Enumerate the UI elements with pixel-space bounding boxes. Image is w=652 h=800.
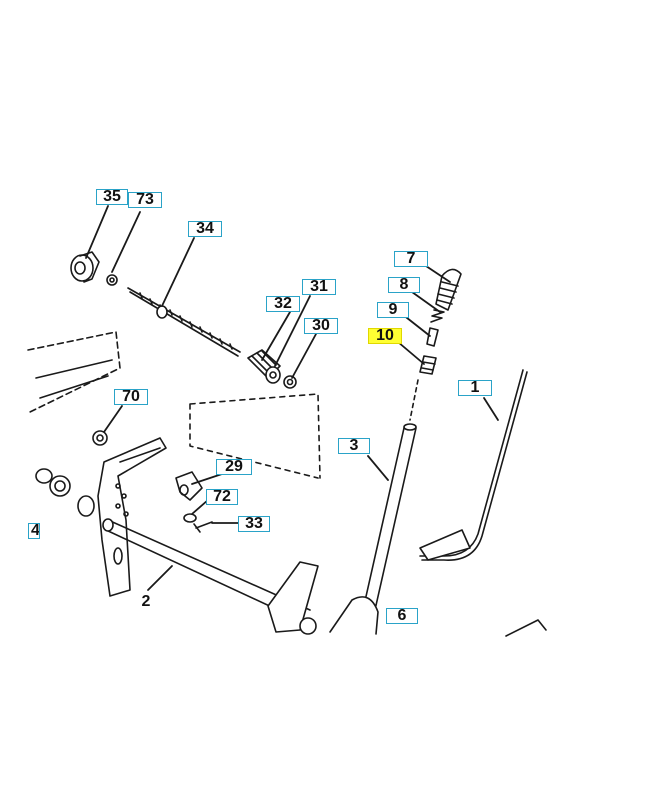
frame-partial: [27, 331, 121, 413]
callout-3: 3: [338, 438, 370, 454]
part-6-plate: [329, 596, 379, 635]
part-31-washer: [265, 366, 281, 384]
callout-9: 9: [377, 302, 409, 318]
part-7-grip: [435, 268, 462, 311]
part-73-nut: [106, 274, 118, 286]
part-9-pin: [426, 327, 439, 347]
frame-partial-right: [505, 619, 547, 637]
part-2-lift-shaft: [77, 437, 319, 635]
callout-30: 30: [304, 318, 338, 334]
part-1-lift-rod: [419, 369, 528, 561]
callout-34: 34: [188, 221, 222, 237]
callout-10: 10: [368, 328, 402, 344]
part-29-swivel: [175, 471, 203, 501]
callout-7: 7: [394, 251, 428, 267]
callout-6: 6: [386, 608, 418, 624]
part-30-nut: [283, 375, 297, 389]
part-10-insert: [419, 355, 437, 375]
part-72-nut: [183, 513, 197, 523]
callout-35: 35: [96, 189, 128, 205]
part-70-washer: [92, 430, 108, 446]
assembly-dashed-box: [189, 393, 321, 479]
callout-31: 31: [302, 279, 336, 295]
part-33-bolt: [193, 521, 213, 533]
callout-33: 33: [238, 516, 270, 532]
part-8-spring: [430, 309, 445, 323]
part-34-threaded-rod: [127, 287, 241, 357]
callout-8: 8: [388, 277, 420, 293]
callout-72: 72: [206, 489, 238, 505]
part-4-bushing: [35, 468, 71, 497]
callout-2: 2: [141, 593, 151, 610]
assembly-line: [409, 379, 419, 421]
leader-lines: [85, 205, 499, 591]
callout-29: 29: [216, 459, 252, 475]
callout-32: 32: [266, 296, 300, 312]
callout-4: 4: [28, 523, 40, 539]
callout-1: 1: [458, 380, 492, 396]
callout-73: 73: [128, 192, 162, 208]
part-35-knob: [70, 251, 100, 283]
callout-70: 70: [114, 389, 148, 405]
